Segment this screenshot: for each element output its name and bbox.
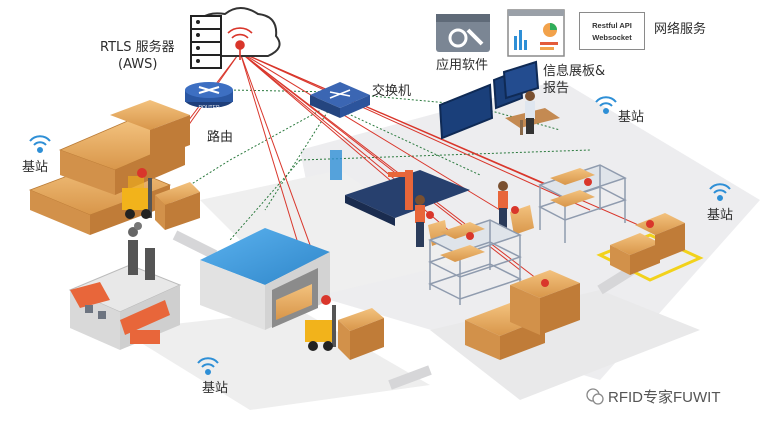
base-station-right-top-label: 基站 <box>618 110 645 125</box>
watermark: RFID专家FUWIT <box>608 389 721 406</box>
base-station-right-label: 基站 <box>707 208 734 223</box>
api-line-2: Websocket <box>592 33 632 42</box>
desk-worker <box>505 91 560 135</box>
switch-icon[interactable] <box>310 82 370 118</box>
rtls-server-sublabel: (AWS) <box>118 57 158 72</box>
wifi-icon-right-top <box>595 96 617 114</box>
rtls-server-label: RTLS 服务器 <box>100 40 175 55</box>
app-software-icon[interactable] <box>436 14 490 52</box>
forklift-left <box>122 168 200 230</box>
antenna-icon <box>227 27 253 60</box>
router-badge: ROUTER <box>198 105 220 111</box>
worker-right <box>498 181 534 235</box>
info-board-label-1: 信息展板& <box>543 64 606 79</box>
info-board-label-2: 报告 <box>543 81 570 96</box>
pallet-stack-bottom <box>465 270 580 360</box>
switch-label: 交换机 <box>372 84 412 99</box>
wifi-icon-left <box>29 135 51 153</box>
info-board-screens[interactable] <box>438 60 540 140</box>
wechat-icon <box>586 388 604 405</box>
rack-center <box>428 219 522 305</box>
api-box: Restful API Websocket <box>579 12 645 50</box>
network-service-label: 网络服务 <box>654 22 707 37</box>
wifi-icon-bottom <box>197 357 219 375</box>
wifi-icon-right <box>709 183 731 201</box>
router-label: 路由 <box>207 130 234 145</box>
pallet-stack-right <box>596 213 704 282</box>
dashboard-icon[interactable] <box>507 9 565 57</box>
factory <box>68 222 182 350</box>
network-links <box>189 89 591 241</box>
base-station-left-label: 基站 <box>22 160 49 175</box>
base-station-bottom-label: 基站 <box>202 381 229 396</box>
api-line-1: Restful API <box>592 21 632 30</box>
rack-right <box>538 164 627 243</box>
forklift-bottom <box>305 295 384 360</box>
app-software-label: 应用软件 <box>436 58 489 73</box>
conveyor-line <box>330 150 470 226</box>
router-icon[interactable]: ROUTER <box>185 82 233 111</box>
rtls-server[interactable] <box>190 7 281 69</box>
warehouse-building <box>200 228 330 330</box>
